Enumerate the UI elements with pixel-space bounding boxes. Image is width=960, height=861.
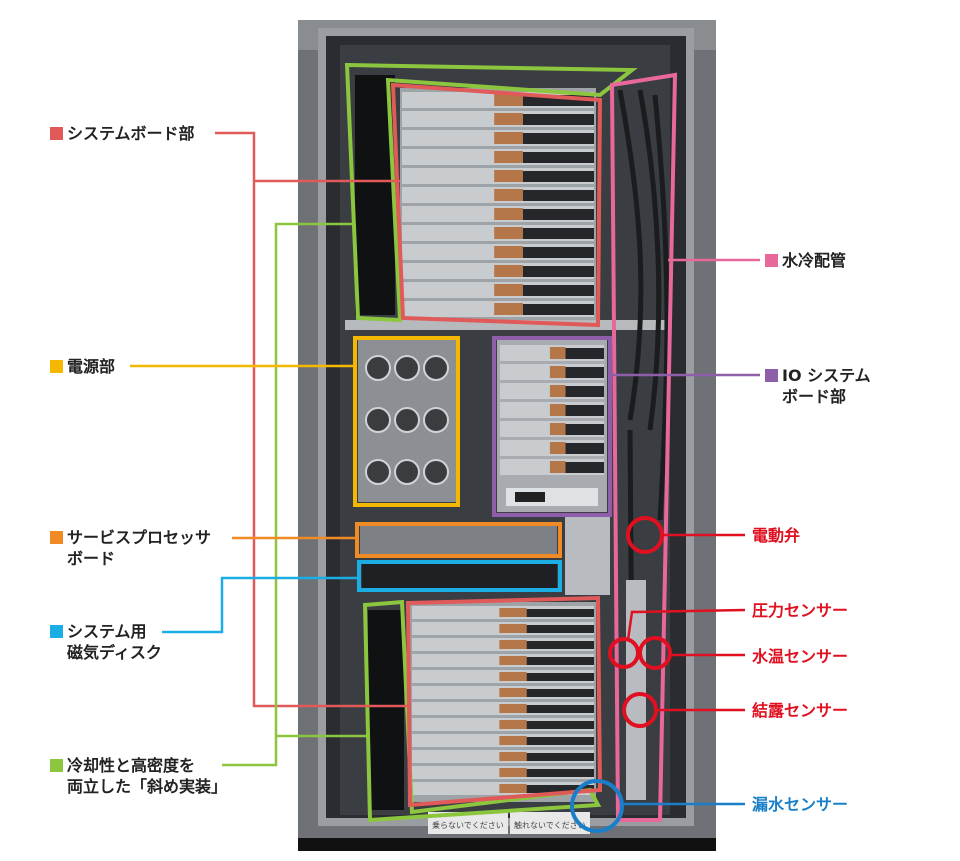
label-service-processor: サービスプロセッサボード [50, 527, 211, 569]
label-text: システムボード部 [67, 124, 195, 143]
legend-square [765, 369, 778, 382]
diagonal-mount-outline-top [344, 62, 638, 323]
legend-square [50, 127, 63, 140]
legend-square [50, 360, 63, 373]
temp-sensor-circle [638, 636, 672, 670]
label-motorized-valve: 電動弁 [752, 526, 801, 545]
fan-icon [365, 459, 391, 485]
service-processor-outline [355, 522, 562, 558]
label-condensation-sensor: 結露センサー [752, 701, 849, 720]
fan-icon [394, 459, 420, 485]
label-water-pipe: 水冷配管 [765, 250, 846, 271]
fan-icon [423, 459, 449, 485]
label-text: 冷却性と高密度を [67, 756, 196, 775]
label-text: サービスプロセッサ [67, 528, 212, 547]
fan-icon [365, 407, 391, 433]
legend-square [50, 531, 63, 544]
label-system-board: システムボード部 [50, 123, 195, 144]
fan-icon [423, 407, 449, 433]
label-text: ボード部 [782, 387, 847, 406]
legend-square [765, 254, 778, 267]
label-text: 電源部 [67, 357, 116, 376]
leader-system-board [215, 131, 408, 708]
fan-icon [394, 355, 420, 381]
label-diagonal: 冷却性と高密度を両立した「斜め実装」 [50, 755, 227, 797]
label-disk: システム用磁気ディスク [50, 621, 162, 663]
label-io-board: IO システムボード部 [765, 365, 871, 407]
leak-sensor-circle [570, 779, 624, 833]
label-text: ボード [67, 549, 116, 568]
power-outline [353, 336, 460, 507]
io-board-outline [492, 336, 612, 517]
system-board-outline-bottom [405, 595, 603, 808]
leader-diagonal [222, 222, 352, 767]
legend-square [50, 625, 63, 638]
label-text: 磁気ディスク [67, 643, 162, 662]
upper-board-slots [355, 75, 596, 320]
label-pressure-sensor: 圧力センサー [752, 601, 849, 620]
disk-outline [357, 560, 562, 592]
label-leak-sensor: 漏水センサー [752, 795, 849, 814]
water-pipe-outline [609, 72, 678, 822]
fan-icon [394, 407, 420, 433]
fan-icon [423, 355, 449, 381]
system-board-outline-top [390, 82, 603, 328]
label-power: 電源部 [50, 356, 115, 377]
label-text: IO システム [782, 366, 871, 385]
legend-square [50, 759, 63, 772]
cooling-pipes [617, 89, 670, 701]
label-text: 水冷配管 [782, 251, 847, 270]
label-text: システム用 [67, 622, 147, 641]
fan-icon [365, 355, 391, 381]
leader-disk [162, 576, 359, 634]
label-water-temp-sensor: 水温センサー [752, 647, 849, 666]
sign-no-touch: 触れないでください [514, 820, 586, 830]
sign-no-step: 乗らないでください [432, 820, 504, 830]
label-text: 両立した「斜め実装」 [67, 777, 228, 796]
